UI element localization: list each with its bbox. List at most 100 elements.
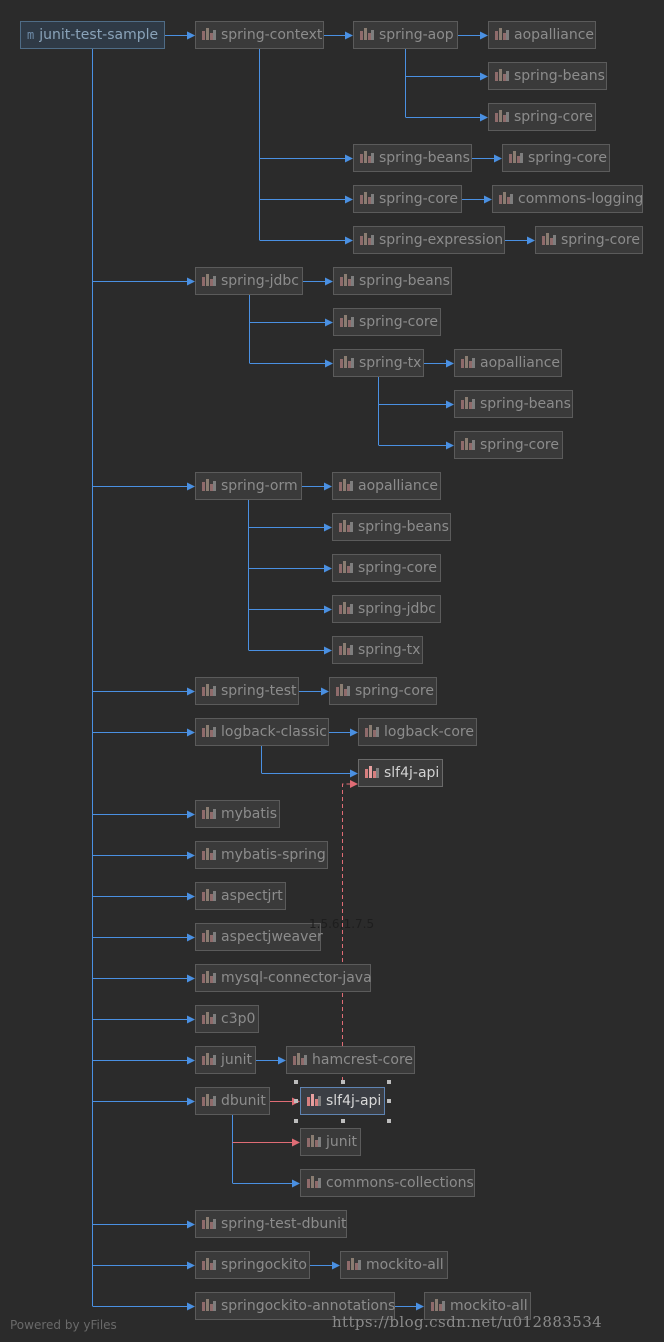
node-label: spring-beans	[514, 68, 605, 84]
node-label: spring-aop	[379, 27, 454, 43]
library-icon	[495, 110, 509, 122]
dependency-node[interactable]: spring-core	[454, 431, 563, 459]
library-icon	[307, 1094, 321, 1106]
library-icon	[339, 479, 353, 491]
node-label: spring-core	[561, 232, 640, 248]
dependency-node[interactable]: spring-context	[195, 21, 324, 49]
dependency-node[interactable]: spring-beans	[488, 62, 607, 90]
library-icon	[202, 889, 216, 901]
library-icon	[461, 356, 475, 368]
dependency-node[interactable]: spring-expression	[353, 226, 505, 254]
dependency-node[interactable]: spring-jdbc	[332, 595, 441, 623]
node-label: spring-beans	[359, 273, 450, 289]
dependency-node[interactable]: mysql-connector-java	[195, 964, 372, 992]
dependency-node[interactable]: commons-collections	[300, 1169, 475, 1197]
dependency-node[interactable]: mybatis-spring	[195, 841, 328, 869]
dependency-node[interactable]: mockito-all	[424, 1292, 531, 1320]
dependency-node[interactable]: spring-core	[488, 103, 596, 131]
dependency-node[interactable]: spring-core	[353, 185, 462, 213]
library-icon	[202, 1299, 216, 1311]
dependency-node[interactable]: aspectjweaver	[195, 923, 323, 951]
library-icon	[202, 971, 216, 983]
dependency-node[interactable]: c3p0	[195, 1005, 259, 1033]
library-icon	[202, 1258, 216, 1270]
node-label: spring-core	[480, 437, 559, 453]
library-icon	[339, 520, 353, 532]
dependency-node[interactable]: dbunit	[195, 1087, 270, 1115]
node-label: mockito-all	[366, 1257, 444, 1273]
dependency-node[interactable]: junit	[195, 1046, 256, 1074]
selection-handle[interactable]	[387, 1099, 391, 1103]
dependency-node[interactable]: aopalliance	[488, 21, 596, 49]
dependency-node[interactable]: mockito-all	[340, 1251, 448, 1279]
selection-handle[interactable]	[387, 1119, 391, 1123]
conflicting-dependency-node[interactable]: slf4j-api	[358, 759, 443, 787]
dependency-node[interactable]: spring-tx	[333, 349, 424, 377]
selection-handle[interactable]	[341, 1080, 345, 1084]
dependency-node[interactable]: commons-logging	[492, 185, 643, 213]
node-label: commons-logging	[518, 191, 644, 207]
node-label: mybatis-spring	[221, 847, 326, 863]
dependency-node[interactable]: spring-test	[195, 677, 299, 705]
dependency-node[interactable]: spring-core	[329, 677, 437, 705]
dependency-node[interactable]: aopalliance	[454, 349, 562, 377]
library-icon	[360, 192, 374, 204]
node-label: logback-classic	[221, 724, 328, 740]
library-icon	[542, 233, 556, 245]
dependency-node[interactable]: mybatis	[195, 800, 280, 828]
node-label: spring-beans	[358, 519, 449, 535]
selection-handle[interactable]	[387, 1080, 391, 1084]
selection-handle[interactable]	[294, 1099, 298, 1103]
library-icon	[365, 725, 379, 737]
node-label: spring-context	[221, 27, 323, 43]
selection-handle[interactable]	[341, 1119, 345, 1123]
node-label: spring-jdbc	[358, 601, 436, 617]
dependency-node[interactable]: aopalliance	[332, 472, 441, 500]
dependency-node[interactable]: junit	[300, 1128, 361, 1156]
dependency-node[interactable]: spring-core	[502, 144, 610, 172]
library-icon	[307, 1135, 321, 1147]
node-label: aopalliance	[480, 355, 561, 371]
dependency-node[interactable]: logback-core	[358, 718, 477, 746]
selection-handle[interactable]	[294, 1080, 298, 1084]
node-label: aspectjrt	[221, 888, 283, 904]
dependency-node[interactable]: spring-tx	[332, 636, 423, 664]
dependency-node[interactable]: logback-classic	[195, 718, 329, 746]
library-icon	[202, 28, 216, 40]
library-icon	[365, 766, 379, 778]
node-label: mybatis	[221, 806, 278, 822]
library-icon	[360, 28, 374, 40]
dependency-node[interactable]: spring-core	[333, 308, 441, 336]
library-icon	[360, 233, 374, 245]
dependency-node[interactable]: spring-jdbc	[195, 267, 303, 295]
library-icon	[336, 684, 350, 696]
library-icon	[509, 151, 523, 163]
selection-handle[interactable]	[294, 1119, 298, 1123]
dependency-node[interactable]: spring-core	[332, 554, 441, 582]
selected-dependency-node[interactable]: slf4j-api	[300, 1087, 385, 1115]
node-label: spring-core	[355, 683, 434, 699]
node-label: commons-collections	[326, 1175, 474, 1191]
dependency-node[interactable]: spring-aop	[353, 21, 458, 49]
dependency-node[interactable]: spring-beans	[332, 513, 451, 541]
dependency-node[interactable]: spring-test-dbunit	[195, 1210, 347, 1238]
library-icon	[307, 1176, 321, 1188]
dependency-node[interactable]: spring-core	[535, 226, 643, 254]
dependency-node[interactable]: hamcrest-core	[286, 1046, 415, 1074]
dependency-node[interactable]: spring-beans	[353, 144, 472, 172]
dependency-node[interactable]: spring-orm	[195, 472, 302, 500]
dependency-node[interactable]: spring-beans	[333, 267, 452, 295]
library-icon	[431, 1299, 445, 1311]
library-icon	[202, 930, 216, 942]
library-icon	[495, 28, 509, 40]
node-label: spring-core	[359, 314, 438, 330]
dependency-node[interactable]: springockito	[195, 1251, 310, 1279]
dependency-node[interactable]: springockito-annotations	[195, 1292, 395, 1320]
library-icon	[202, 684, 216, 696]
dependency-node[interactable]: aspectjrt	[195, 882, 286, 910]
dependency-node[interactable]: spring-beans	[454, 390, 573, 418]
node-label: dbunit	[221, 1093, 266, 1109]
